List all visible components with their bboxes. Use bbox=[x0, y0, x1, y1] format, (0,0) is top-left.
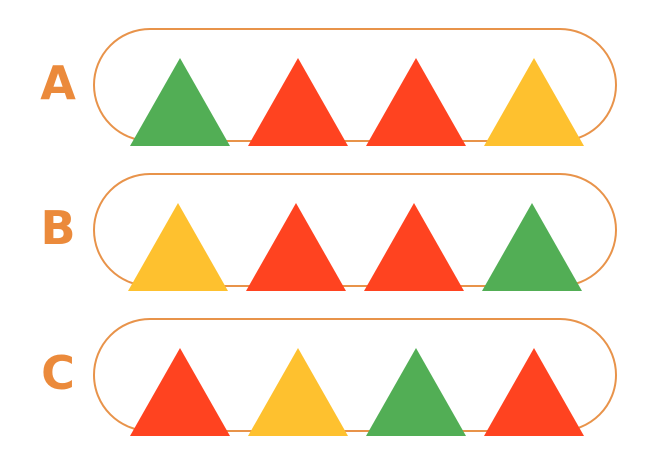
triangle-shape bbox=[364, 203, 464, 291]
option-outline bbox=[93, 173, 617, 287]
triangle-shape bbox=[128, 203, 228, 291]
green-triangle-icon bbox=[482, 203, 582, 291]
yellow-triangle-icon bbox=[484, 58, 584, 146]
green-triangle-icon bbox=[130, 58, 230, 146]
yellow-triangle-icon bbox=[128, 203, 228, 291]
red-triangle-icon bbox=[364, 203, 464, 291]
option-label: A bbox=[40, 56, 76, 110]
option-row-a[interactable]: A bbox=[0, 25, 662, 146]
red-triangle-icon bbox=[246, 203, 346, 291]
triangle-shape bbox=[484, 348, 584, 436]
red-triangle-icon bbox=[130, 348, 230, 436]
option-label: B bbox=[40, 201, 76, 255]
option-outline bbox=[93, 28, 617, 142]
triangle-shape bbox=[248, 348, 348, 436]
green-triangle-icon bbox=[366, 348, 466, 436]
option-row-c[interactable]: C bbox=[0, 315, 662, 436]
triangle-shape bbox=[246, 203, 346, 291]
option-row-b[interactable]: B bbox=[0, 170, 662, 291]
option-label: C bbox=[41, 346, 75, 400]
triangle-shape bbox=[130, 348, 230, 436]
option-outline bbox=[93, 318, 617, 432]
triangle-shape bbox=[366, 58, 466, 146]
red-triangle-icon bbox=[366, 58, 466, 146]
triangle-shape bbox=[366, 348, 466, 436]
triangle-shape bbox=[130, 58, 230, 146]
yellow-triangle-icon bbox=[248, 348, 348, 436]
red-triangle-icon bbox=[484, 348, 584, 436]
triangle-shape bbox=[482, 203, 582, 291]
triangle-shape bbox=[484, 58, 584, 146]
triangle-shape bbox=[248, 58, 348, 146]
red-triangle-icon bbox=[248, 58, 348, 146]
